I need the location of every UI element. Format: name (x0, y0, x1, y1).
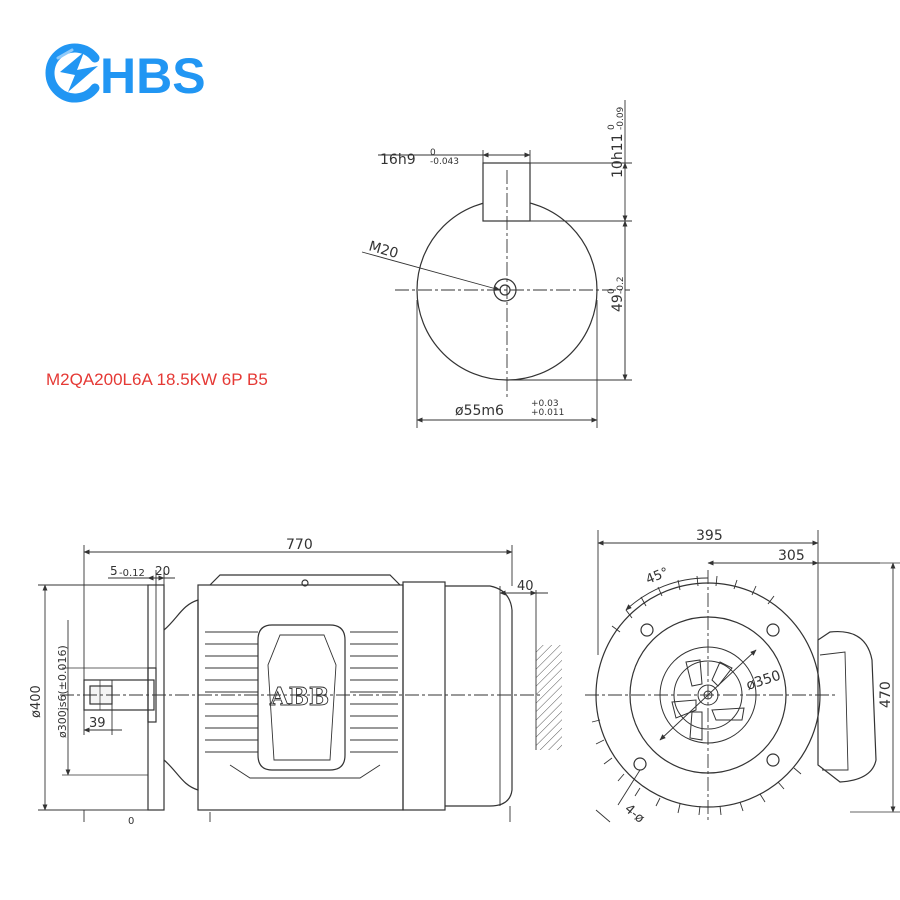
side-fan-cover (445, 585, 513, 807)
key-height-tol-lower: -0.09 (616, 106, 626, 130)
bolt-angle-label: 45° (644, 565, 671, 588)
center-thread-label: M20 (367, 238, 400, 262)
key-width-label: 16h9 (380, 152, 416, 168)
wall-hatch (536, 645, 562, 750)
bolt-hole-top-right (766, 623, 780, 637)
flange-spigot-tol: -0.12 (119, 568, 145, 579)
flange-diameter-label: ø400 (29, 685, 44, 718)
shaft-diameter-tol-lower: +0.011 (531, 408, 564, 418)
shaft-diameter-label: ø55m6 (455, 403, 504, 419)
shaft-extension-label: 39 (89, 716, 106, 731)
bolt-hole-top-left (640, 623, 654, 637)
width-overall-label: 395 (696, 528, 723, 544)
key-height-label: 10h11 (610, 133, 626, 178)
front-terminal-box (817, 630, 877, 783)
flange-spigot-label: 5 (110, 564, 118, 578)
shaft-key (482, 162, 531, 222)
height-overall-label: 470 (878, 681, 894, 708)
abb-logo: ABB (269, 682, 329, 711)
hbs-logo-icon (45, 43, 100, 103)
side-end-shield (402, 581, 446, 811)
shaft-height-tol-lower: -0.2 (616, 276, 626, 294)
side-terminal-box (257, 624, 346, 771)
shaft-diameter-tol-upper: +0.03 (531, 399, 559, 409)
overall-length-label: 770 (286, 537, 313, 553)
key-width-tol-lower: -0.043 (430, 157, 459, 167)
bolt-hole-bottom-right (766, 753, 780, 767)
hbs-logo: HBS (45, 43, 206, 104)
motor-front-view (585, 530, 900, 823)
flange-thickness-label: 20 (155, 564, 170, 578)
motor-side-view (38, 545, 562, 822)
model-label: M2QA200L6A 18.5KW 6P B5 (46, 370, 268, 389)
fan-cover-offset-label: 40 (517, 579, 534, 594)
hbs-logo-text: HBS (100, 48, 206, 104)
spigot-diameter-label: ø300js6(±0.016) (56, 645, 69, 738)
key-width-tol-upper: 0 (430, 148, 436, 158)
front-fins (591, 575, 802, 816)
width-to-box-label: 305 (778, 548, 805, 564)
shaft-height-label: 49 (610, 294, 626, 312)
holes-label: 4-ø (621, 802, 647, 827)
cooling-fins (205, 631, 398, 753)
shaft-height-tol-upper: 0 (607, 288, 617, 294)
shaft-end-view (361, 100, 632, 428)
partial-bottom-label: 0 (128, 816, 134, 827)
bolt-hole-bottom-left (633, 757, 647, 771)
key-height-tol-upper: 0 (607, 124, 617, 130)
